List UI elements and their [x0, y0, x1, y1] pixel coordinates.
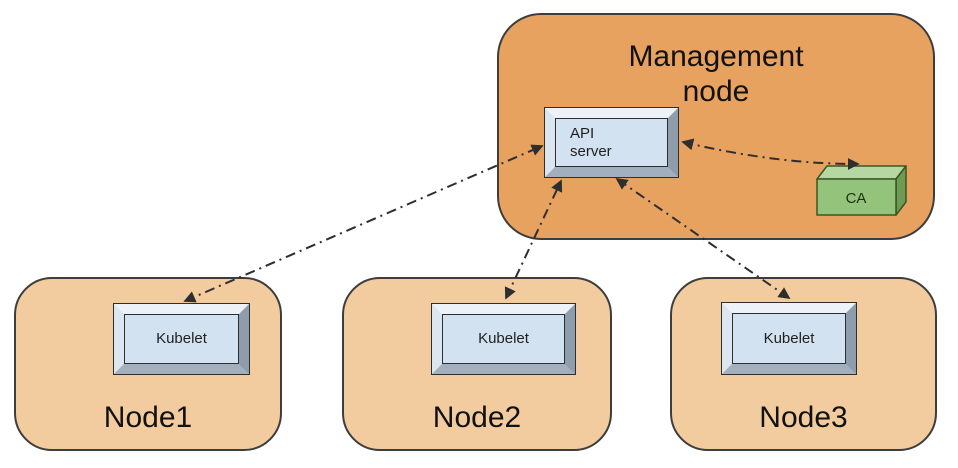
api-server-box: API server	[544, 107, 679, 178]
ca-top-face	[816, 165, 907, 180]
management-node: Management node API server CA	[497, 13, 935, 240]
kubelet-box-3: Kubelet	[721, 302, 857, 375]
ca-label: CA	[846, 190, 867, 207]
kubelet-label-3: Kubelet	[763, 329, 815, 347]
worker-node-3-label: Node3	[759, 401, 848, 434]
api-server-label: API server	[570, 124, 612, 160]
worker-node-2: Kubelet Node2	[342, 277, 612, 451]
kubelet-label-2: Kubelet	[478, 330, 529, 347]
ca-box: CA	[816, 165, 907, 216]
worker-node-2-label: Node2	[432, 401, 522, 434]
worker-node-3: Kubelet Node3	[670, 277, 937, 451]
kubelet-box-1: Kubelet	[113, 303, 250, 375]
management-node-label: Management node	[628, 40, 804, 108]
ca-front-face	[816, 178, 897, 216]
worker-node-1: Kubelet Node1	[14, 277, 282, 451]
kubelet-box-2: Kubelet	[431, 303, 576, 375]
kubelet-label-1: Kubelet	[156, 330, 207, 347]
worker-node-1-label: Node1	[103, 401, 193, 434]
